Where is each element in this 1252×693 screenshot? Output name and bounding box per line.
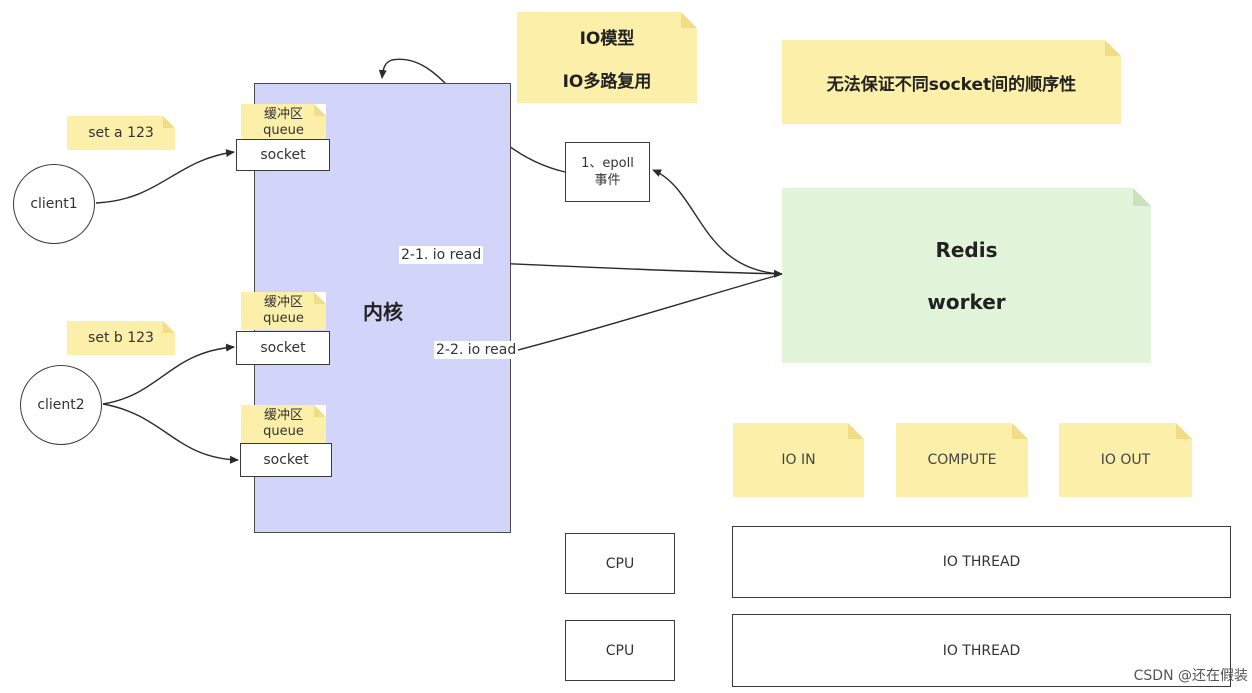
watermark: CSDN @还在假装 [1133,668,1248,684]
io-model-note: IO模型 IO多路复用 [517,12,697,103]
client2-to-socket3-edge [102,403,239,464]
client2-node: client2 [20,365,102,445]
redis-fold-corner [1133,188,1151,206]
redis-worker-node: Redis worker [782,188,1151,363]
socket-box-2: socket [236,331,330,365]
socket-box-1: socket [236,139,330,171]
client1-node: client1 [13,164,95,244]
buffer-label-1: 缓冲区 [263,107,303,122]
client2-to-socket2-edge [102,343,235,405]
buffer-queue-note-3: 缓冲区 queue [241,405,326,443]
client1-to-socket1-edge [95,149,235,204]
buffer-queue-note-2: 缓冲区 queue [241,292,326,330]
epoll-event-box: 1、epoll 事件 [565,142,650,202]
redis-to-epoll-edge [652,169,783,275]
queue-label-2: queue [263,311,304,326]
event-label: 事件 [594,173,621,188]
buffer-queue-note-1: 缓冲区 queue [241,104,326,142]
buffer-label-2: 缓冲区 [263,295,303,310]
socket-box-3: socket [240,443,332,477]
io-read-label-2: 2-2. io read [434,341,519,359]
set-a-note: set a 123 [67,116,175,150]
io-read-label-1: 2-1. io read [399,246,484,264]
ordering-note: 无法保证不同socket间的顺序性 [782,40,1121,124]
queue-label-1: queue [263,123,304,138]
io-out-note: IO OUT [1059,423,1192,497]
cpu-box-1: CPU [565,533,675,594]
worker-label: worker [927,289,1006,314]
io-model-subtitle: IO多路复用 [562,71,652,92]
queue-label-3: queue [263,424,304,439]
redis-label: Redis [935,237,998,262]
compute-note: COMPUTE [896,423,1028,497]
kernel-label: 内核 [363,299,403,324]
epoll-label: 1、epoll [581,156,634,171]
io-model-title: IO模型 [579,28,635,49]
io-thread-box-2: IO THREAD [732,614,1231,687]
set-b-note: set b 123 [67,321,175,355]
buffer-label-3: 缓冲区 [263,408,303,423]
cpu-box-2: CPU [565,620,675,681]
io-in-note: IO IN [733,423,864,497]
io-thread-box-1: IO THREAD [732,526,1231,598]
